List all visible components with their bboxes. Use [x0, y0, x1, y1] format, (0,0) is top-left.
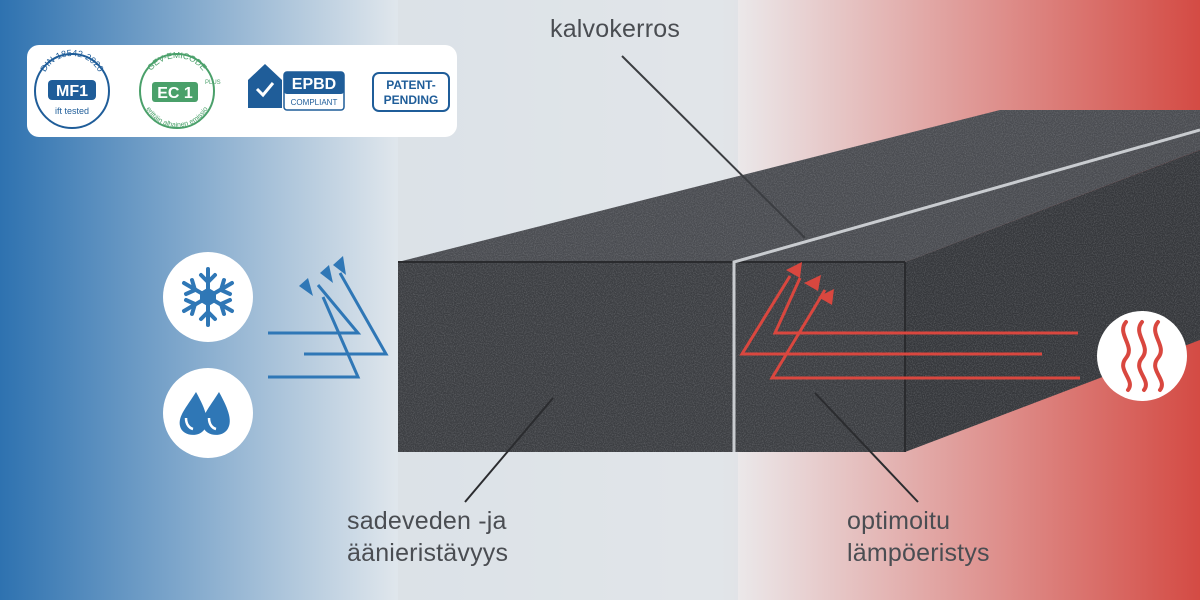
rain-sound-insulation-label: sadeveden -ja äänieristävyys: [347, 505, 508, 569]
patent-pending-badge: PATENT- PENDING: [372, 72, 450, 112]
mf1-badge-bottom: ift tested: [55, 106, 89, 116]
water-drops-icon: [179, 392, 230, 435]
mf1-badge-main: MF1: [56, 83, 88, 100]
epbd-badge-sub: COMPLIANT: [291, 98, 338, 107]
heat-arrowhead-3: [818, 289, 834, 305]
thermal-insulation-label: optimoitu lämpöeristys: [847, 505, 990, 569]
ec1-plus-badge: GEV-EMICODE EC 1 PLUS erittäin alhainen …: [139, 50, 221, 129]
heat-arrowhead-2: [804, 275, 821, 291]
cold-arrow-2: [304, 272, 389, 356]
ec1-badge-plus: PLUS: [205, 80, 221, 86]
heat-arrowhead-1: [786, 262, 802, 278]
membrane-leader-line: [621, 55, 806, 239]
heat-arrow-2: [739, 275, 1042, 356]
patent-badge-line2: PENDING: [384, 93, 439, 107]
patent-badge-line1: PATENT-: [386, 78, 436, 92]
rain-label-line2: äänieristävyys: [347, 539, 509, 567]
membrane-layer-label: kalvokerros: [550, 13, 680, 45]
snowflake-icon: [182, 267, 234, 327]
heat-arrow-1: [772, 277, 1078, 335]
heat-waves-icon-badge: [1097, 311, 1187, 401]
heat-arrows: [739, 262, 1080, 380]
mf1-badge: DIN 18542-2020 MF1 ift tested: [34, 48, 110, 129]
thermal-label-line1: optimoitu: [847, 507, 951, 535]
cold-arrowhead-2: [320, 265, 333, 283]
cold-arrow-3: [268, 296, 361, 379]
heat-arrow-3: [769, 289, 1080, 380]
snowflake-icon-badge: [163, 252, 253, 342]
cold-arrowhead-3: [333, 256, 346, 275]
epbd-compliant-badge: EPBD COMPLIANT: [248, 64, 345, 111]
foam-grain-front: [398, 262, 905, 452]
house-shield-icon: [248, 64, 282, 108]
ec1-badge-main: EC 1: [157, 85, 193, 102]
cold-arrows: [268, 256, 389, 379]
heat-waves-icon: [1121, 320, 1164, 392]
rain-label-line1: sadeveden -ja: [347, 507, 507, 535]
epbd-badge-main: EPBD: [292, 76, 336, 93]
membrane-label-text: kalvokerros: [550, 15, 681, 43]
foam-grain-top: [398, 110, 1200, 262]
thermal-leader-line: [814, 392, 919, 503]
thermal-label-line2: lämpöeristys: [847, 539, 990, 567]
cold-arrowhead-1: [299, 278, 313, 296]
membrane-film-layer: [732, 128, 1200, 452]
rain-leader-line: [464, 397, 554, 503]
cold-arrow-1: [268, 284, 362, 335]
certification-badges-panel: DIN 18542-2020 MF1 ift tested GEV-EMICOD…: [27, 45, 457, 137]
water-drops-icon-badge: [163, 368, 253, 458]
